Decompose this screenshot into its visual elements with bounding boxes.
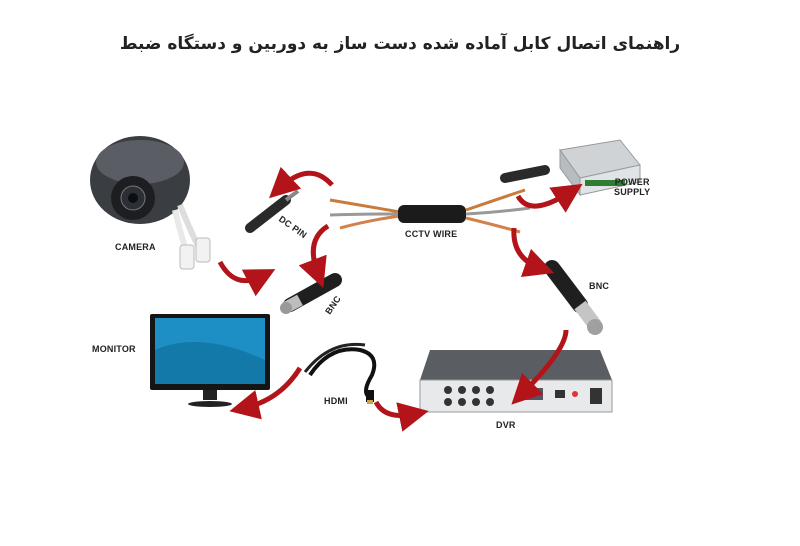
hdmi-cable-icon <box>303 342 377 404</box>
arrow-camera-to-cables <box>217 260 276 297</box>
dvr-icon <box>419 350 613 413</box>
arrow-wire-to-bnc-left <box>298 223 330 289</box>
label-hdmi: HDMI <box>324 396 348 406</box>
label-power-supply-line2: SUPPLY <box>614 187 651 197</box>
page-title: راهنمای اتصال کابل آماده شده دست ساز به … <box>119 34 681 54</box>
label-power-supply-line1: POWER <box>614 177 650 187</box>
monitor-icon <box>150 314 270 407</box>
label-camera: CAMERA <box>115 242 156 252</box>
power-supply-icon <box>500 139 641 197</box>
arrow-wire-to-power <box>515 183 583 213</box>
label-monitor: MONITOR <box>92 344 136 354</box>
label-bnc-right: BNC <box>589 281 610 291</box>
camera-icon <box>90 136 211 270</box>
cctv-wire-icon <box>329 188 531 234</box>
connection-arrows <box>217 166 583 432</box>
bnc-connector-right-icon <box>544 260 603 335</box>
label-power-supply: POWER SUPPLY <box>614 177 650 197</box>
arrow-bnc-to-dvr <box>511 329 569 405</box>
arrow-wire-to-dc-pin <box>269 166 334 199</box>
arrow-hdmi-to-dvr <box>373 400 429 432</box>
arrow-wire-to-bnc-right <box>511 227 555 278</box>
arrow-hdmi-to-monitor <box>229 366 303 420</box>
bnc-connector-left-icon <box>280 273 342 314</box>
label-cctv-wire: CCTV WIRE <box>405 229 458 239</box>
label-dvr: DVR <box>496 420 516 430</box>
